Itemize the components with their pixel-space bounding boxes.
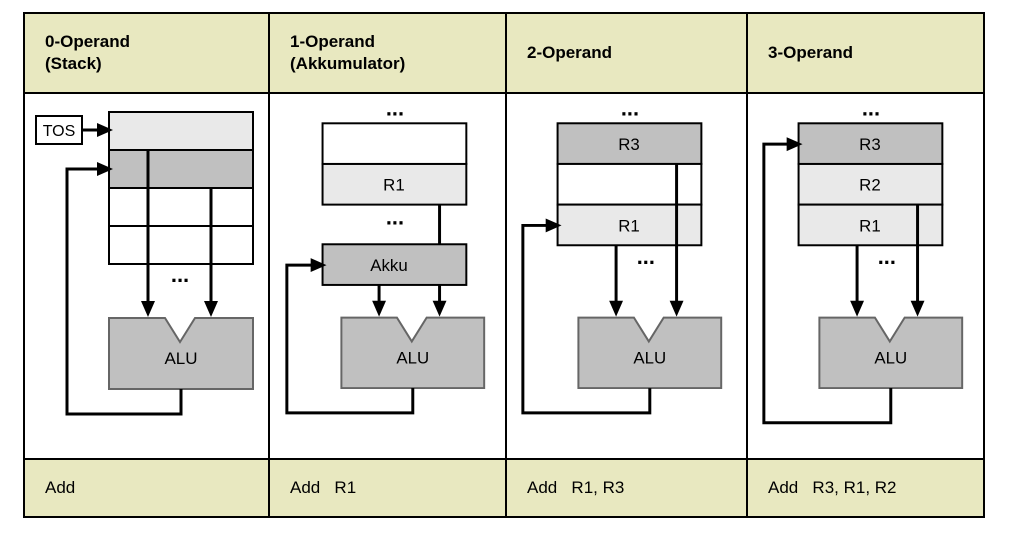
header-label-two-operand: 2-Operand — [527, 42, 613, 62]
register-cell-0 — [321, 122, 468, 165]
register-ellipsis-bottom: ... — [878, 244, 896, 269]
register-label-r1: R1 — [859, 216, 881, 235]
header-cell-one-operand: 1-Operand (Akkumulator) — [268, 14, 505, 92]
instruction-label-three-operand: Add R3, R1, R2 — [768, 478, 897, 497]
register-cell-r3 — [556, 122, 703, 165]
register-ellipsis-top: ... — [621, 95, 639, 120]
operand-comparison-table: 0-Operand (Stack) 1-Operand (Akkumulator… — [23, 12, 985, 518]
alu-result-path — [521, 223, 652, 415]
arrowhead-left — [850, 300, 865, 317]
header-label-three-operand: 3-Operand — [768, 42, 854, 62]
arrowhead-right — [432, 300, 447, 317]
alu-label: ALU — [164, 349, 197, 368]
alu-shape — [818, 316, 964, 390]
accumulator-machine-diagram: ... R1 ... Akku ALU — [285, 95, 486, 415]
table-diagram-row: ... ALU TOS ... R — [25, 94, 983, 460]
alu-shape — [108, 317, 254, 390]
arrowhead-left — [141, 301, 155, 317]
arrowhead-right — [204, 301, 218, 317]
register-ellipsis-top: ... — [386, 95, 404, 120]
arrowhead-left — [609, 300, 624, 317]
register-ellipsis-bottom: ... — [386, 204, 404, 229]
register-ellipsis-bottom: ... — [637, 244, 655, 269]
instruction-label-zero-operand: Add — [45, 478, 76, 497]
instruction-cell-three-operand: Add R3, R1, R2 — [746, 460, 983, 516]
diagram-cell-three-operand: ... R3 R2 R1 ... ALU — [746, 94, 983, 458]
register-label-r1: R1 — [618, 216, 640, 235]
alu-result-path — [65, 167, 183, 416]
alu-shape — [577, 316, 723, 390]
register-label-r1: R1 — [383, 176, 405, 195]
header-label-zero-operand: 0-Operand (Stack) — [45, 31, 131, 73]
arrowhead-right — [910, 300, 925, 317]
instruction-label-two-operand: Add R1, R3 — [527, 478, 625, 497]
tos-pointer-arrowhead — [97, 123, 113, 137]
header-cell-two-operand: 2-Operand — [505, 14, 746, 92]
register-ellipsis-top: ... — [862, 95, 880, 120]
register-label-r3: R3 — [859, 135, 881, 154]
alu-result-path — [762, 142, 893, 425]
alu-result-arrowhead — [310, 258, 327, 273]
register-label-r3: R3 — [618, 135, 640, 154]
alu-shape — [340, 316, 486, 390]
stack-ellipsis: ... — [171, 262, 189, 287]
header-cell-zero-operand: 0-Operand (Stack) — [25, 14, 268, 92]
instruction-label-one-operand: Add R1 — [290, 478, 357, 497]
table-instruction-row: Add Add R1 Add R1, R3 Add R3, R1, R2 — [25, 460, 983, 516]
register-cell-r1 — [321, 162, 468, 206]
stack-cell-3 — [108, 225, 254, 265]
alu-label: ALU — [874, 348, 907, 367]
header-label-one-operand: 1-Operand (Akkumulator) — [290, 31, 406, 73]
alu-result-path — [285, 263, 415, 415]
diagram-cell-one-operand: ... R1 ... Akku ALU — [268, 94, 505, 458]
alu-result-arrowhead — [97, 162, 113, 176]
instruction-cell-one-operand: Add R1 — [268, 460, 505, 516]
table-header-row: 0-Operand (Stack) 1-Operand (Akkumulator… — [25, 14, 983, 94]
stack-cell-2 — [108, 187, 254, 227]
instruction-cell-two-operand: Add R1, R3 — [505, 460, 746, 516]
stack-machine-diagram: ... ALU TOS — [35, 111, 254, 416]
register-cell-empty — [556, 162, 703, 206]
three-operand-machine-diagram: ... R3 R2 R1 ... ALU — [762, 95, 964, 425]
register-label-r2: R2 — [859, 176, 881, 195]
alu-label: ALU — [633, 348, 666, 367]
diagram-cell-zero-operand: ... ALU TOS — [25, 94, 268, 458]
header-cell-three-operand: 3-Operand — [746, 14, 983, 92]
arrowhead-right — [669, 300, 684, 317]
accumulator-label: Akku — [370, 256, 407, 275]
tos-pointer-label: TOS — [43, 123, 76, 140]
stack-cell-0 — [108, 111, 254, 151]
alu-label: ALU — [396, 348, 429, 367]
alu-result-arrowhead — [545, 218, 562, 233]
instruction-cell-zero-operand: Add — [25, 460, 268, 516]
alu-result-arrowhead — [786, 137, 803, 152]
two-operand-machine-diagram: ... R3 R1 ... ALU — [521, 95, 723, 415]
stack-cell-1 — [108, 149, 254, 189]
diagram-cell-two-operand: ... R3 R1 ... ALU — [505, 94, 746, 458]
arrowhead-left — [372, 300, 387, 317]
